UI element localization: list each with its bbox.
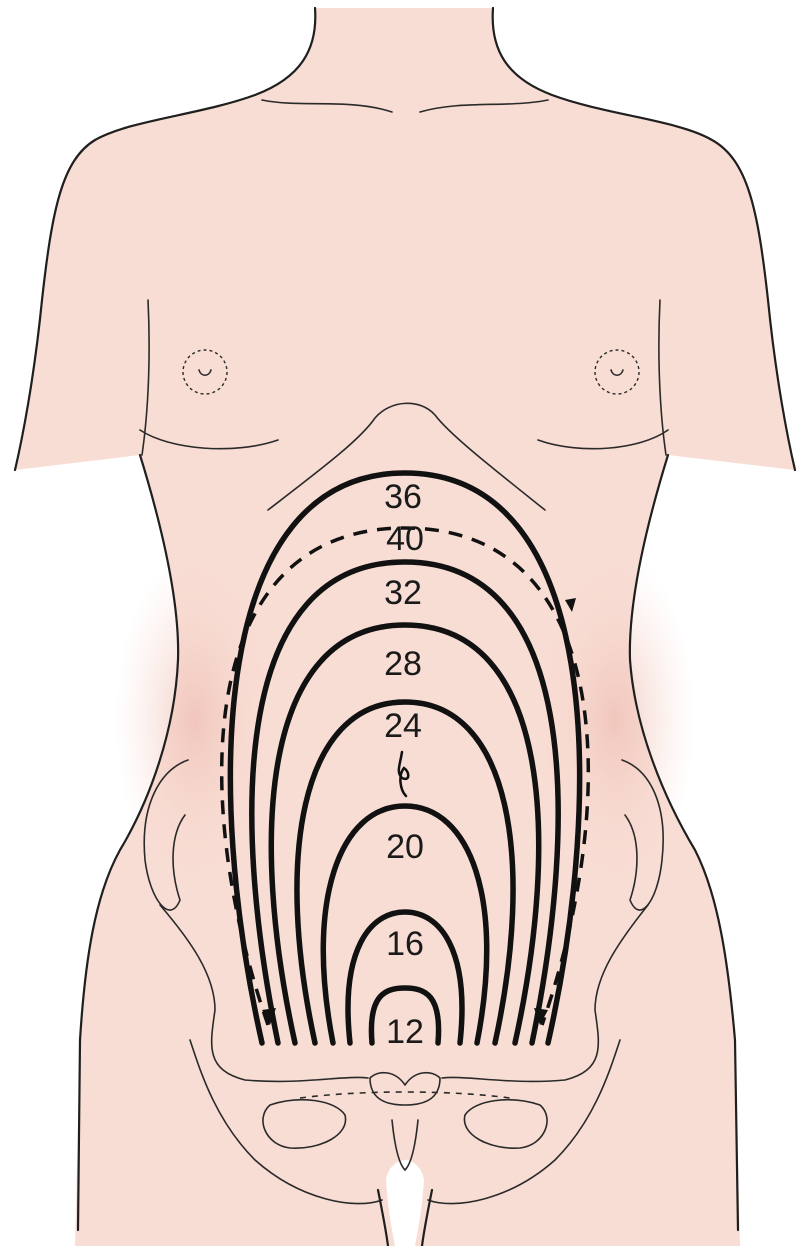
right-breast-line (537, 429, 669, 450)
right-armpit-line (658, 299, 667, 456)
fundal-curve-week-24 (294, 699, 516, 1046)
left-flank-shade (115, 550, 275, 890)
week-label-20: 20 (386, 828, 424, 866)
fundal-curve-week-40 (219, 526, 591, 1026)
costal-margin-line (267, 402, 546, 511)
week-label-36: 36 (384, 478, 422, 516)
genital-line (391, 1119, 419, 1171)
week-label-40: 40 (386, 520, 424, 558)
right-waist-line (628, 453, 740, 1232)
left-iliac-crest (143, 759, 189, 911)
fundal-curve-week-36 (227, 470, 583, 1046)
right-inguinal-line (427, 1039, 621, 1205)
week-label-28: 28 (384, 645, 422, 683)
right-flank-shade (535, 550, 695, 890)
left-obturator (262, 1099, 347, 1149)
left-clavicle-line (261, 99, 393, 113)
week-label-16: 16 (386, 925, 424, 963)
pubic-symphysis (369, 1071, 441, 1106)
right-iliac-crest (621, 759, 664, 911)
fundal-curve-week-28 (268, 622, 542, 1046)
umbilicus (397, 750, 410, 798)
left-nipple (198, 369, 212, 377)
left-arrow-marker (262, 1008, 276, 1025)
thigh-gap-left (376, 1188, 390, 1246)
week-label-24: 24 (384, 707, 422, 745)
fundal-curve-week-20 (320, 803, 490, 1046)
left-inguinal-line (189, 1039, 383, 1205)
right-nipple (610, 369, 624, 377)
upper-right-arrow-marker (565, 598, 576, 612)
right-neck-shoulder-line (491, 6, 797, 472)
right-obturator (463, 1099, 548, 1149)
fundal-curve-week-32 (249, 559, 561, 1046)
left-breast-line (139, 429, 279, 450)
fundal-curve-week-16 (345, 909, 465, 1046)
left-areola (182, 349, 228, 395)
left-armpit-line (141, 299, 150, 456)
right-pelvis-wing (441, 904, 649, 1083)
thigh-gap-right (420, 1188, 434, 1246)
right-areola (594, 349, 640, 395)
right-clavicle-line (419, 99, 549, 113)
left-pelvis-wing (159, 904, 369, 1083)
week-label-12: 12 (386, 1013, 424, 1051)
left-neck-shoulder-line (13, 6, 317, 472)
week-label-32: 32 (384, 574, 422, 612)
fundal-curve-week-12 (368, 985, 442, 1046)
left-waist-line (76, 453, 180, 1232)
right-arrow-marker (534, 1008, 548, 1025)
